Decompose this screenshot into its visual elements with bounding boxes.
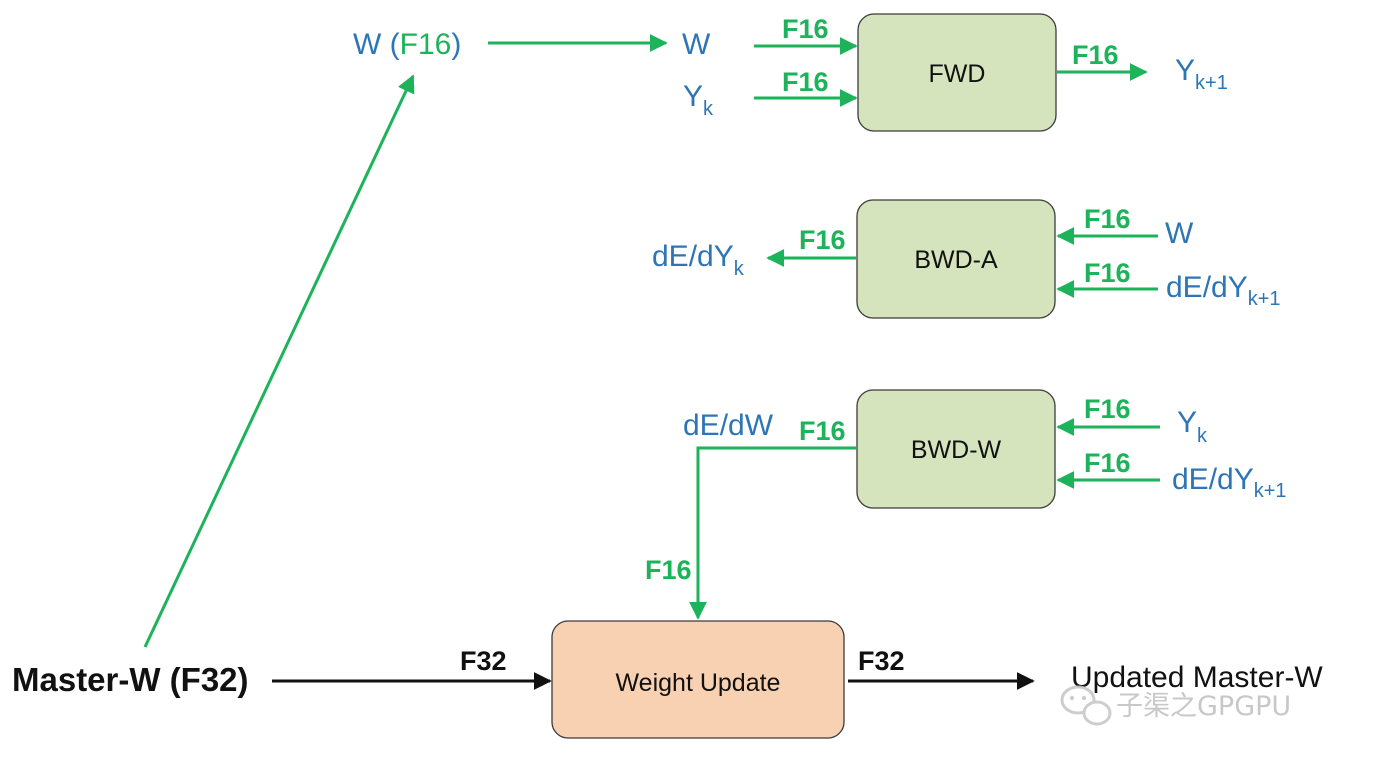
bwd-w-down-precision: F16 bbox=[645, 555, 692, 585]
bwd-a-input-w: W bbox=[1165, 217, 1194, 250]
fwd-input-y: Yk bbox=[683, 80, 714, 120]
bwd-w-input-de: dE/dYk+1 bbox=[1172, 463, 1287, 502]
bwd-w-input-de-precision: F16 bbox=[1084, 448, 1131, 478]
bwd-a-box bbox=[856, 199, 1056, 319]
fwd-output-precision: F16 bbox=[1072, 40, 1119, 70]
fwd-input-w: W bbox=[682, 28, 711, 61]
bwd-a-input-de-precision: F16 bbox=[1084, 258, 1131, 288]
updated-master-w-label: Updated Master-W bbox=[1071, 661, 1323, 694]
weight-update-box bbox=[551, 620, 845, 739]
bwd-a-output-precision: F16 bbox=[799, 225, 846, 255]
bwd-w-label: BWD-W bbox=[911, 436, 1002, 464]
fwd-output-y: Yk+1 bbox=[1175, 54, 1228, 94]
fwd-label: FWD bbox=[929, 60, 986, 88]
wechat-icon bbox=[1060, 685, 1112, 726]
update-output-precision: F32 bbox=[858, 646, 905, 676]
master-to-update-precision: F32 bbox=[460, 646, 507, 676]
fwd-input-y-precision: F16 bbox=[782, 67, 829, 97]
bwd-a-input-w-precision: F16 bbox=[1084, 204, 1131, 234]
watermark-text: 子渠之GPGPU bbox=[1116, 691, 1291, 722]
w-f16-label: W (F16) bbox=[353, 28, 461, 61]
fwd-input-w-precision: F16 bbox=[782, 14, 829, 44]
bwd-w-output-de: dE/dW bbox=[683, 409, 774, 442]
bwd-a-input-de: dE/dYk+1 bbox=[1166, 271, 1281, 310]
weight-update-label: Weight Update bbox=[616, 669, 781, 697]
master-w-label: Master-W (F32) bbox=[12, 661, 249, 698]
fwd-box bbox=[857, 13, 1057, 132]
bwd-a-label: BWD-A bbox=[914, 246, 998, 274]
bwd-w-input-y: Yk bbox=[1177, 406, 1208, 447]
bwd-w-box bbox=[856, 389, 1056, 509]
bwd-a-output-de: dE/dYk bbox=[652, 240, 745, 280]
bwd-w-input-y-precision: F16 bbox=[1084, 394, 1131, 424]
bwd-w-output-arrow bbox=[689, 446, 856, 620]
master-to-w-f16-arrow bbox=[143, 74, 415, 648]
bwd-w-output-precision: F16 bbox=[799, 416, 846, 446]
